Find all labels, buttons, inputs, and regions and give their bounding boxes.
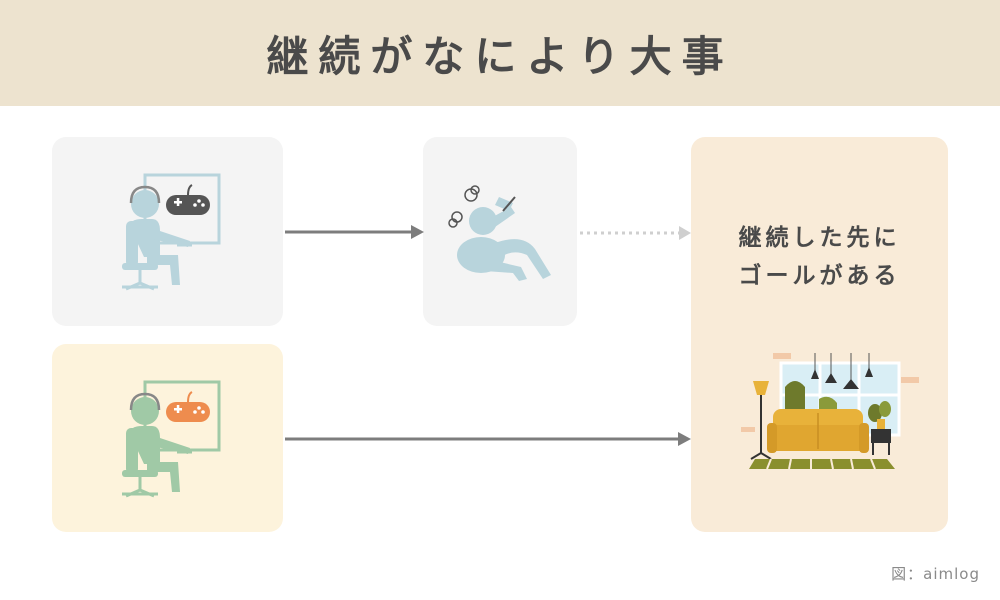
card-gamer-yellow xyxy=(52,344,283,532)
gamer-at-monitor-icon xyxy=(122,173,221,291)
goal-text: 継続した先に ゴールがある xyxy=(691,219,948,295)
controller-icon xyxy=(166,184,210,215)
gamer-at-monitor-icon xyxy=(122,380,221,498)
goal-line-2: ゴールがある xyxy=(738,263,901,289)
arrow-to-goal xyxy=(285,432,691,446)
credit-text: 図：aimlog xyxy=(891,565,980,583)
card-frustrated xyxy=(423,137,577,326)
frustrated-person-icon xyxy=(448,185,551,281)
arrow-to-frustration xyxy=(285,225,424,239)
dotted-arrow-to-goal xyxy=(580,226,691,240)
living-room-illustration xyxy=(741,353,919,470)
header-band: 継続がなにより大事 xyxy=(0,0,1000,106)
goal-line-1: 継続した先に xyxy=(738,225,901,251)
controller-icon xyxy=(166,391,210,422)
page-title: 継続がなにより大事 xyxy=(266,31,734,81)
card-goal: 継続した先に ゴールがある xyxy=(691,137,948,532)
card-gamer-gray xyxy=(52,137,283,326)
